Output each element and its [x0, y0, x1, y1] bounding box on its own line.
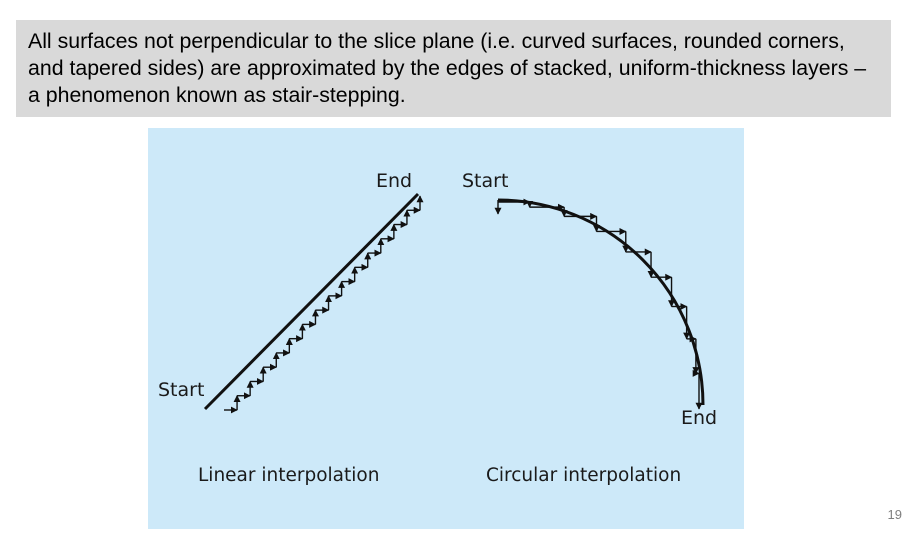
linear-interpolation-diagram: Start End Linear interpolation — [158, 170, 424, 486]
page-number: 19 — [887, 507, 902, 522]
circular-end-label: End — [681, 407, 717, 429]
interpolation-figure: Start End Linear interpolation Start End… — [148, 128, 744, 529]
linear-caption: Linear interpolation — [198, 465, 379, 486]
callout-text: All surfaces not perpendicular to the sl… — [28, 29, 867, 107]
interpolation-diagram: Start End Linear interpolation Start End… — [158, 170, 717, 486]
circular-start-label: Start — [462, 170, 508, 192]
circular-interpolation-diagram: Start End Circular interpolation — [462, 170, 717, 486]
linear-stair-steps — [224, 195, 424, 414]
text-callout-box: All surfaces not perpendicular to the sl… — [16, 20, 891, 117]
linear-start-label: Start — [158, 379, 204, 401]
linear-end-label: End — [376, 170, 412, 192]
circular-caption: Circular interpolation — [486, 465, 681, 486]
circular-arc — [497, 198, 705, 406]
linear-path-line — [203, 192, 420, 411]
circular-stair-steps — [494, 198, 703, 410]
